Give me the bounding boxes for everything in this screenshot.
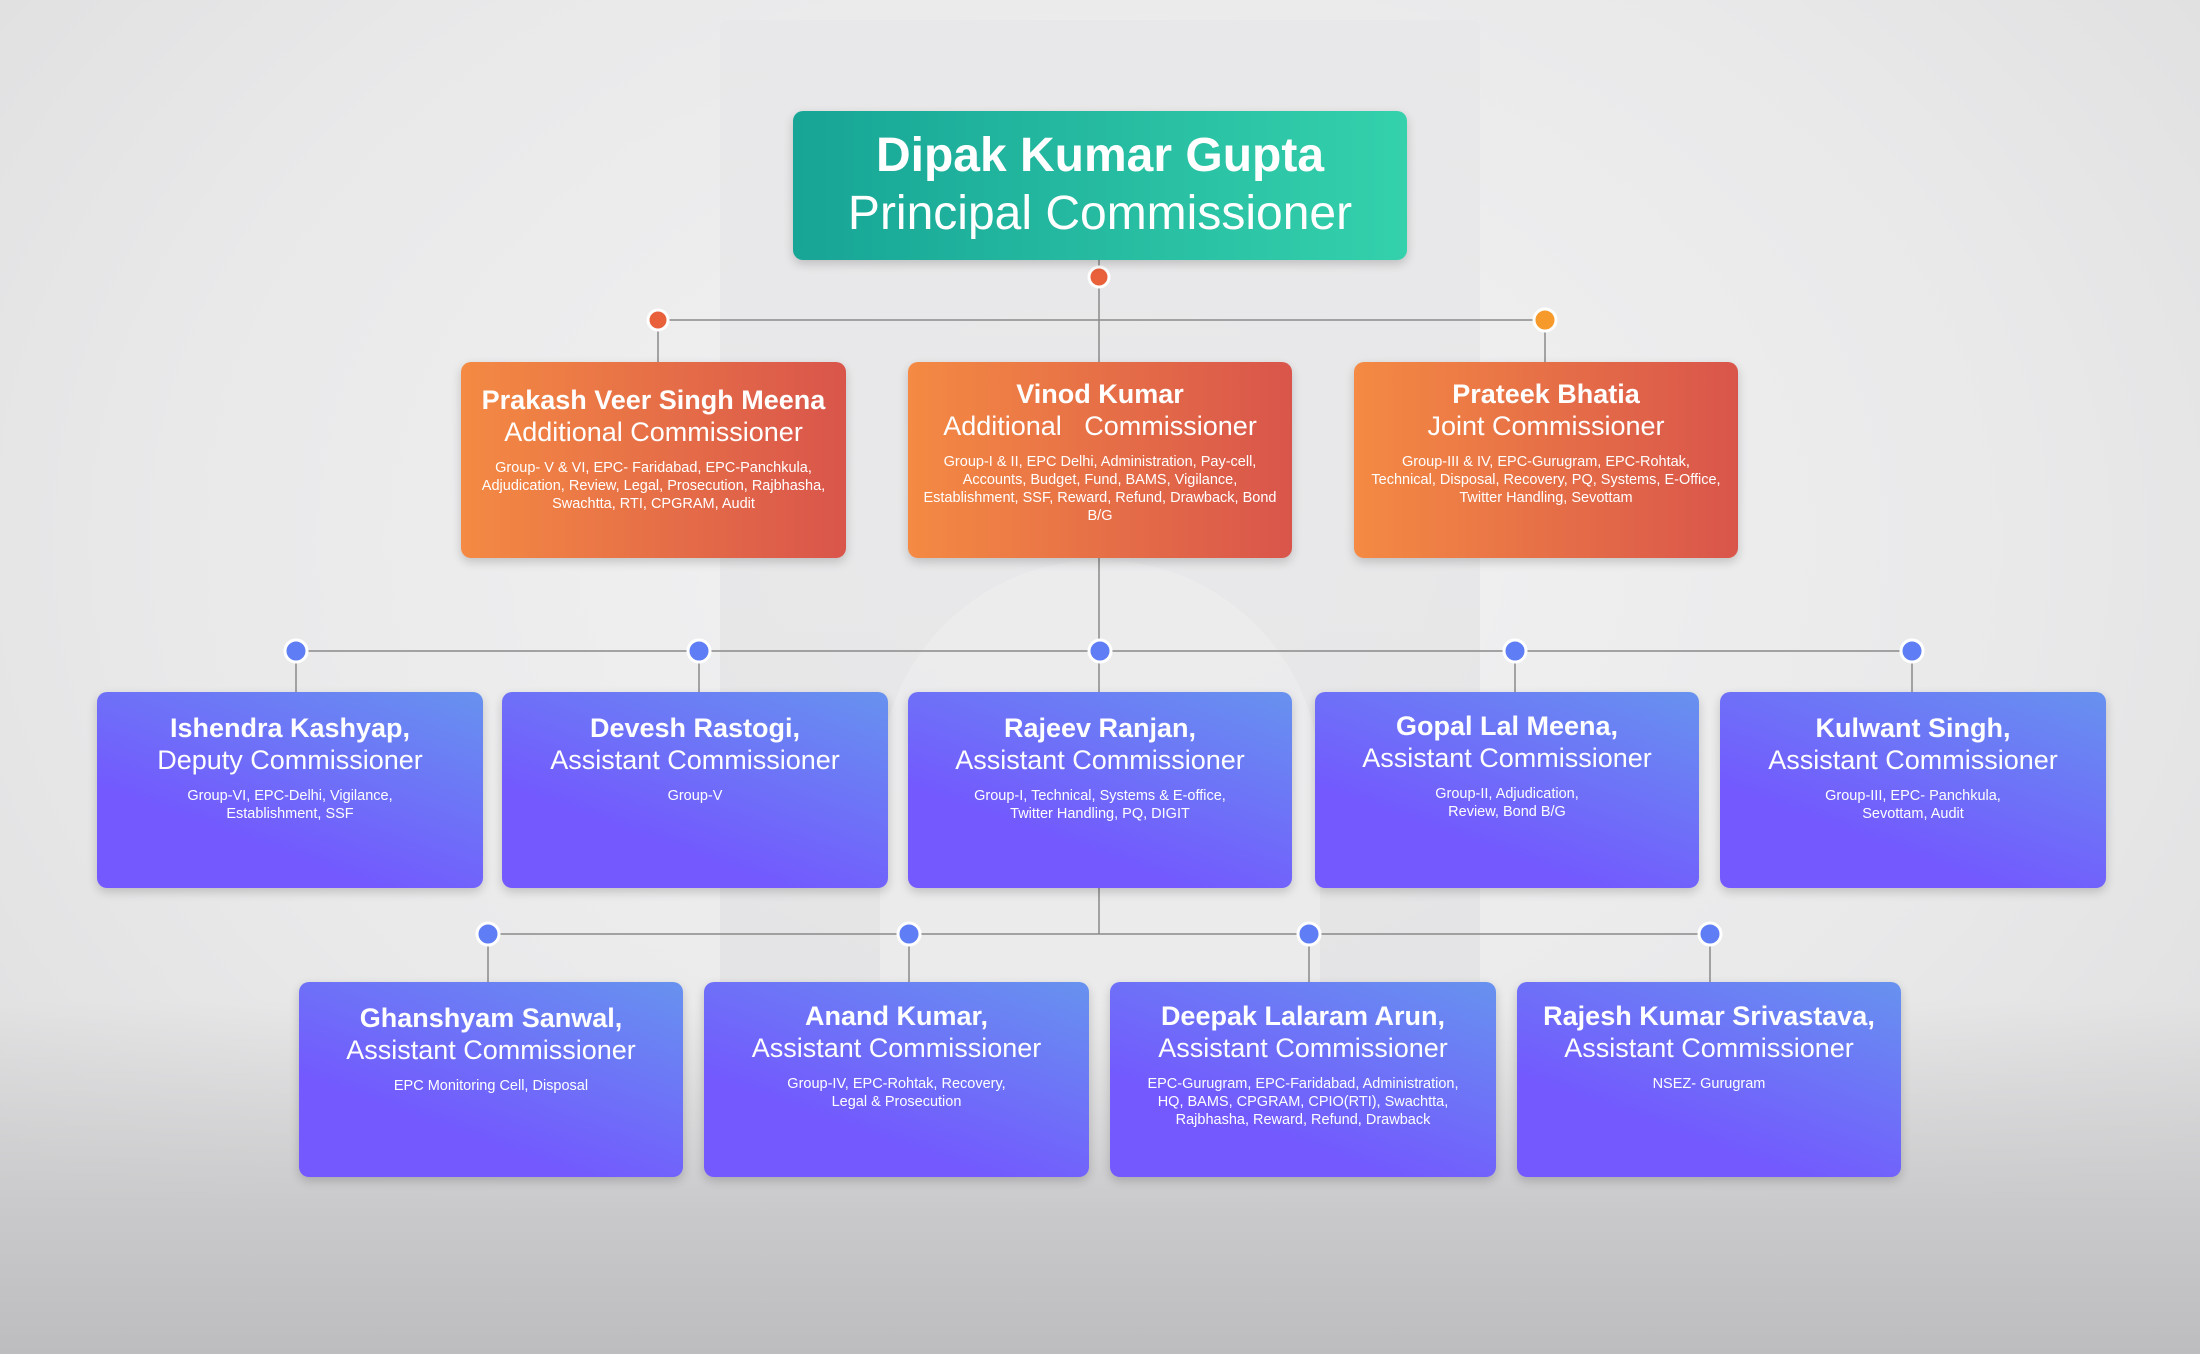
node-dot-icon xyxy=(475,921,501,947)
node-dot-icon xyxy=(1899,638,1925,664)
node-dot-icon xyxy=(283,638,309,664)
person-responsibilities: NSEZ- Gurugram xyxy=(1652,1076,1766,1092)
org-card: Rajesh Kumar Srivastava, Assistant Commi… xyxy=(1517,982,1901,1177)
person-name: Prateek Bhatia xyxy=(1452,379,1640,409)
node-dot-icon xyxy=(1087,265,1111,289)
person-responsibilities: EPC Monitoring Cell, Disposal xyxy=(393,1078,589,1094)
person-title: Assistant Commissioner xyxy=(1564,1033,1854,1063)
person-title: Assistant Commissioner xyxy=(955,745,1245,775)
person-name: Ishendra Kashyap, xyxy=(169,713,411,743)
node-dot-icon xyxy=(646,308,670,332)
node-dot-icon xyxy=(686,638,712,664)
person-title: Assistant Commissioner xyxy=(1158,1033,1448,1063)
node-dot-icon xyxy=(1502,638,1528,664)
person-title: Additional Commissioner xyxy=(943,411,1257,441)
person-responsibilities: Group-V xyxy=(667,788,723,804)
person-title: Deputy Commissioner xyxy=(157,745,423,775)
org-card: Anand Kumar, Assistant Commissioner Grou… xyxy=(704,982,1089,1177)
org-card: Kulwant Singh, Assistant Commissioner Gr… xyxy=(1720,692,2106,888)
person-title: Additional Commissioner xyxy=(504,417,803,447)
person-responsibilities: Group-VI, EPC-Delhi, Vigilance, Establis… xyxy=(187,788,393,822)
person-title: Assistant Commissioner xyxy=(1362,743,1652,773)
person-responsibilities: Group-I & II, EPC Delhi, Administration,… xyxy=(923,454,1277,524)
person-responsibilities: Group- V & VI, EPC- Faridabad, EPC-Panch… xyxy=(481,460,826,512)
org-card: Rajeev Ranjan, Assistant Commissioner Gr… xyxy=(908,692,1292,888)
principal-commissioner-card: Dipak Kumar Gupta Principal Commissioner xyxy=(793,111,1407,260)
org-card: Devesh Rastogi, Assistant Commissioner G… xyxy=(502,692,888,888)
person-name: Deepak Lalaram Arun, xyxy=(1160,1001,1446,1031)
node-dot-icon xyxy=(1697,921,1723,947)
person-responsibilities: Group-I, Technical, Systems & E-office, … xyxy=(974,788,1226,822)
org-card: Ghanshyam Sanwal, Assistant Commissioner… xyxy=(299,982,683,1177)
person-title: Assistant Commissioner xyxy=(1768,745,2058,775)
person-responsibilities: Group-III, EPC- Panchkula, Sevottam, Aud… xyxy=(1825,788,2001,822)
person-responsibilities: Group-IV, EPC-Rohtak, Recovery, Legal & … xyxy=(787,1076,1006,1110)
person-name: Ghanshyam Sanwal, xyxy=(359,1003,623,1033)
person-title: Assistant Commissioner xyxy=(550,745,840,775)
person-name: Vinod Kumar xyxy=(1016,379,1184,409)
org-card: Deepak Lalaram Arun, Assistant Commissio… xyxy=(1110,982,1496,1177)
person-name: Rajeev Ranjan, xyxy=(1003,713,1197,743)
person-name: Kulwant Singh, xyxy=(1815,713,2011,743)
person-name: Gopal Lal Meena, xyxy=(1395,711,1619,741)
person-responsibilities: EPC-Gurugram, EPC-Faridabad, Administrat… xyxy=(1147,1076,1459,1128)
person-name: Prakash Veer Singh Meena xyxy=(481,385,826,415)
person-title: Principal Commissioner xyxy=(847,187,1353,240)
person-responsibilities: Group-II, Adjudication, Review, Bond B/G xyxy=(1435,786,1579,820)
person-name: Devesh Rastogi, xyxy=(589,713,801,743)
node-dot-icon xyxy=(1296,921,1322,947)
person-name: Rajesh Kumar Srivastava, xyxy=(1543,1001,1875,1031)
person-title: Joint Commissioner xyxy=(1427,411,1665,441)
org-card: Gopal Lal Meena, Assistant Commissioner … xyxy=(1315,692,1699,888)
org-card: Ishendra Kashyap, Deputy Commissioner Gr… xyxy=(97,692,483,888)
org-card: Prateek Bhatia Joint Commissioner Group-… xyxy=(1354,362,1738,558)
node-dot-icon xyxy=(1087,638,1113,664)
org-card: Prakash Veer Singh Meena Additional Comm… xyxy=(461,362,846,558)
node-dot-icon xyxy=(1532,307,1558,333)
node-dot-icon xyxy=(896,921,922,947)
person-name: Dipak Kumar Gupta xyxy=(875,129,1325,182)
person-title: Assistant Commissioner xyxy=(751,1033,1042,1063)
person-title: Assistant Commissioner xyxy=(346,1035,636,1065)
person-responsibilities: Group-III & IV, EPC-Gurugram, EPC-Rohtak… xyxy=(1371,454,1721,506)
org-card: Vinod Kumar Additional Commissioner Grou… xyxy=(908,362,1292,558)
person-name: Anand Kumar, xyxy=(804,1001,989,1031)
